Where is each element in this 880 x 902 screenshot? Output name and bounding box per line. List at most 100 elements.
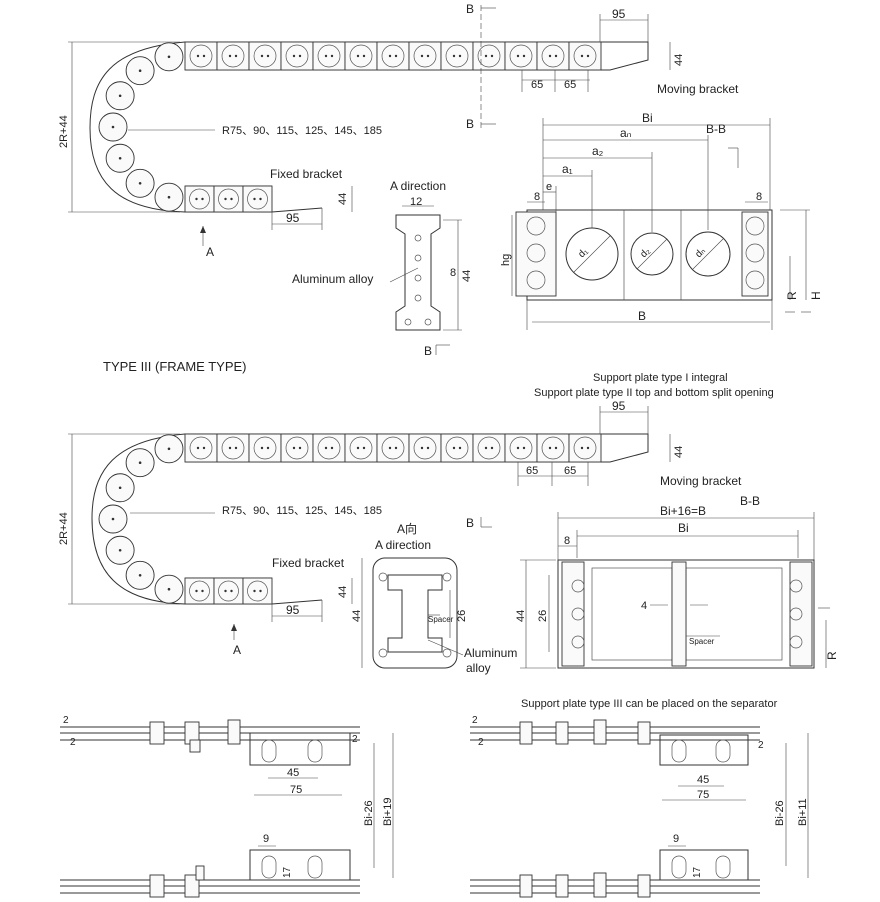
dim-44-fixed-mid: 44 bbox=[337, 586, 349, 598]
dim-44-moving-top: 44 bbox=[673, 54, 685, 66]
dim-95-mid: 95 bbox=[612, 399, 626, 413]
dim-17-br: 17 bbox=[692, 866, 703, 878]
chain-link-hole bbox=[218, 580, 239, 602]
spacer-label-adir: Spacer bbox=[428, 615, 454, 624]
chain-pin bbox=[298, 446, 302, 450]
b-width-label-top: B bbox=[638, 309, 646, 323]
chain-pin bbox=[580, 446, 584, 450]
bottom-right-assembly: 2 2 2 45 75 Bi-26 Bi+11 9 17 bbox=[470, 715, 809, 898]
chain-link-hole bbox=[253, 44, 277, 68]
dim-2-bl-a: 2 bbox=[63, 715, 69, 726]
chain-link-hole bbox=[413, 436, 437, 460]
a-direction-cn-label: A向 bbox=[397, 521, 417, 536]
chain-link-hole bbox=[221, 44, 245, 68]
chain-link-hole bbox=[285, 436, 309, 460]
dim-65a-top: 65 bbox=[531, 79, 543, 91]
chain-link-hole bbox=[477, 44, 501, 68]
chain-pin bbox=[228, 54, 232, 58]
type3-title: TYPE III (FRAME TYPE) bbox=[103, 359, 247, 374]
dim-2r44-mid: 2R+44 bbox=[58, 512, 70, 545]
r-mark-top: R bbox=[785, 291, 799, 300]
chain-pin bbox=[138, 461, 142, 465]
chain-pin bbox=[230, 589, 233, 593]
chain-pin bbox=[196, 446, 200, 450]
chain-link-hole bbox=[317, 44, 341, 68]
chain-pin bbox=[394, 54, 398, 58]
chain-link-hole bbox=[477, 436, 501, 460]
chain-pin bbox=[586, 54, 590, 58]
chain-pin bbox=[260, 446, 264, 450]
support-type3-label: Support plate type III can be placed on … bbox=[521, 698, 778, 710]
chain-pin bbox=[484, 54, 488, 58]
chain-link-hole bbox=[247, 580, 268, 602]
chain-link-hole bbox=[317, 436, 341, 460]
chain-link-hole bbox=[445, 436, 469, 460]
e-label: e bbox=[546, 181, 552, 193]
chain-pin bbox=[458, 446, 462, 450]
dim-65b-top: 65 bbox=[564, 79, 576, 91]
chain-pin bbox=[118, 548, 122, 552]
an-label: aₙ bbox=[620, 126, 632, 140]
dim-12: 12 bbox=[410, 196, 422, 208]
b-mark-mid: B bbox=[466, 516, 474, 530]
a2-label: a₂ bbox=[592, 144, 604, 158]
dim-44-frame: 44 bbox=[515, 610, 527, 622]
chain-pin bbox=[548, 54, 552, 58]
dim-45-bl: 45 bbox=[287, 767, 299, 779]
chain-link-hole bbox=[509, 436, 533, 460]
dim-26-frame: 26 bbox=[537, 610, 549, 622]
chain-link-hole bbox=[541, 436, 565, 460]
dim-75-bl: 75 bbox=[290, 784, 302, 796]
chain-pin bbox=[420, 54, 424, 58]
bb-label-top: B-B bbox=[706, 122, 726, 136]
chain-link-hole bbox=[253, 436, 277, 460]
dim-2-br-b: 2 bbox=[478, 737, 484, 748]
chain-pin bbox=[330, 54, 334, 58]
chain-pin bbox=[234, 54, 238, 58]
moving-bracket-label-mid: Moving bracket bbox=[660, 474, 742, 488]
dim-9-bl: 9 bbox=[263, 833, 269, 845]
dim-4-frame: 4 bbox=[641, 600, 647, 612]
chain-link-hole bbox=[573, 44, 597, 68]
chain-link-hole bbox=[189, 580, 210, 602]
chain-link-hole bbox=[573, 436, 597, 460]
chain-pin bbox=[201, 197, 204, 201]
alloy-label-mid: alloy bbox=[466, 661, 491, 675]
bb-label-mid: B-B bbox=[740, 494, 760, 508]
chain-pin bbox=[458, 54, 462, 58]
chain-pin bbox=[554, 54, 558, 58]
top-chain-side-view: 2R+44 R75、90、115、125、145、185 Moving brac… bbox=[58, 2, 739, 259]
radius-list-mid: R75、90、115、125、145、185 bbox=[222, 505, 382, 517]
chain-link-hole bbox=[221, 436, 245, 460]
chain-pin bbox=[138, 69, 142, 73]
chain-pin bbox=[580, 54, 584, 58]
chain-pin bbox=[426, 54, 430, 58]
chain-pin bbox=[356, 446, 360, 450]
chain-pin bbox=[111, 517, 115, 521]
dim-65b-mid: 65 bbox=[564, 465, 576, 477]
a-direction-view-mid: A向 A direction 44 26 Spacer Aluminum all… bbox=[351, 516, 517, 675]
bi26-br: Bi-26 bbox=[774, 800, 786, 826]
fixed-bracket-label-top: Fixed bracket bbox=[270, 167, 343, 181]
chain-pin bbox=[118, 94, 122, 98]
chain-pin bbox=[202, 446, 206, 450]
chain-link-hole bbox=[189, 188, 210, 210]
bi26-bl: Bi-26 bbox=[363, 800, 375, 826]
chain-pin bbox=[195, 589, 198, 593]
bi11-br: Bi+11 bbox=[797, 798, 809, 826]
dim-65a-mid: 65 bbox=[526, 465, 538, 477]
chain-link-hole bbox=[349, 436, 373, 460]
aluminum-label-mid: Aluminum bbox=[464, 646, 517, 660]
chain-link-hole bbox=[541, 44, 565, 68]
chain-link-hole bbox=[381, 44, 405, 68]
dim-2-br-c: 2 bbox=[758, 740, 764, 751]
dim-8-bb-left: 8 bbox=[534, 191, 540, 203]
dim-44-adir-top: 44 bbox=[461, 270, 473, 282]
chain-pin bbox=[201, 589, 204, 593]
dim-44-moving-mid: 44 bbox=[673, 446, 685, 458]
chain-pin bbox=[554, 446, 558, 450]
chain-pin bbox=[253, 197, 256, 201]
chain-pin bbox=[167, 195, 171, 199]
dim-75-br: 75 bbox=[697, 789, 709, 801]
dim-95-fixed-top: 95 bbox=[286, 211, 300, 225]
